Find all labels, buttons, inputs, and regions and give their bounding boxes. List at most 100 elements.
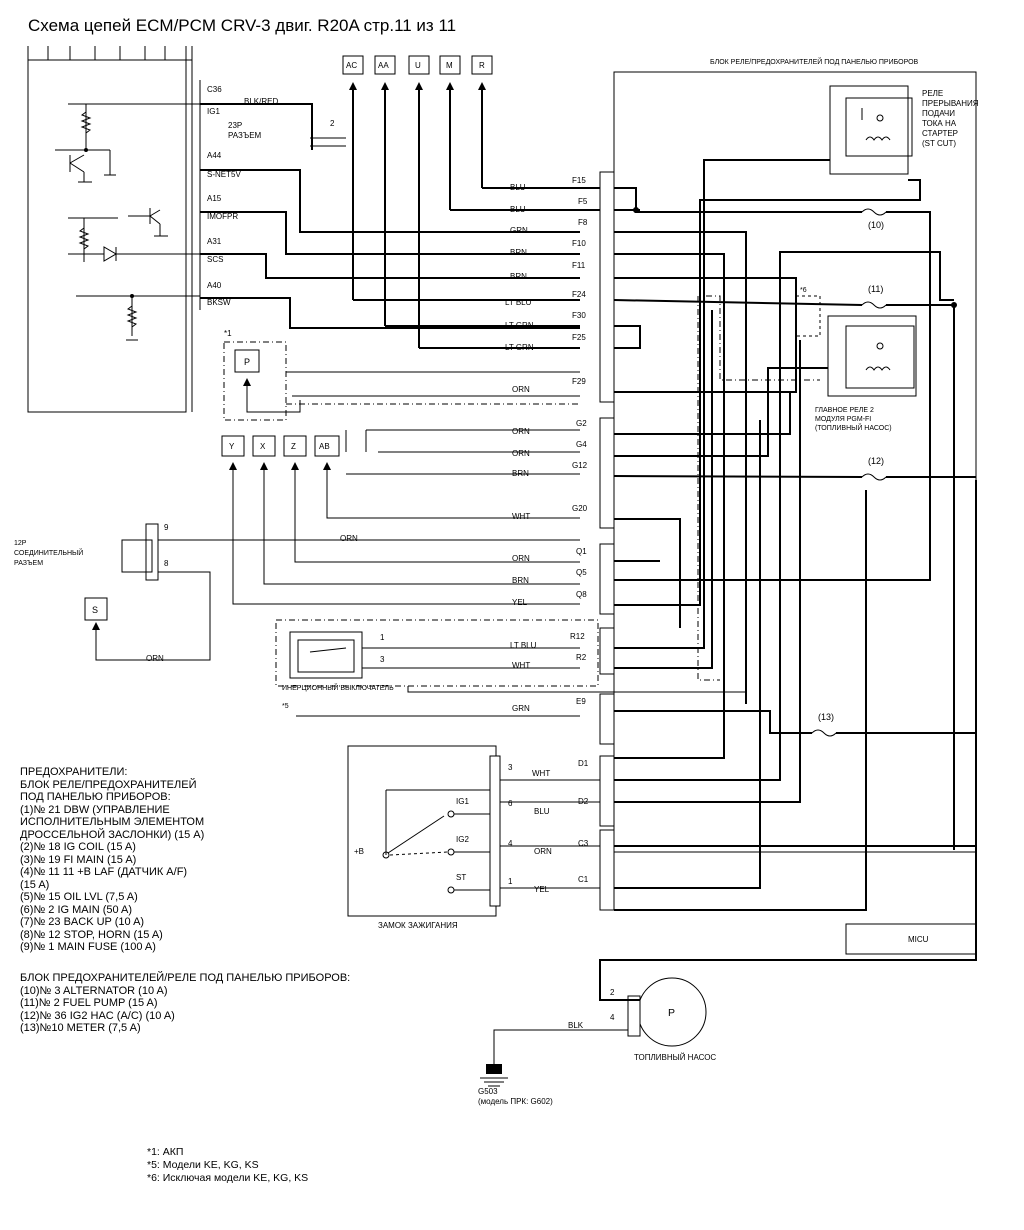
pin-f8: F8: [578, 218, 588, 227]
relay-stcut-l4: ТОКА НА: [922, 119, 957, 128]
pin-f10: F10: [572, 239, 586, 248]
wire-label-10: ORN: [512, 449, 530, 458]
fuse-legend-line: (3)№ 19 FI MAIN (15 A): [20, 853, 137, 866]
conn12p-l1: 12P: [14, 540, 27, 547]
ignition-pos-st: ST: [456, 873, 466, 882]
ign-wire-wht: WHT: [532, 769, 550, 778]
ground-g503: G503 (модель ПРК: G602): [478, 1064, 553, 1106]
footnote: *6: Исключая модели KE, KG, KS: [147, 1172, 309, 1184]
fuse-block2-line: (11)№ 2 FUEL PUMP (15 A): [20, 997, 158, 1009]
relay-stcut-l3: ПОДАЧИ: [922, 109, 955, 118]
ign-pin-1: 1: [508, 877, 513, 886]
fuel-pump-pin2: 2: [610, 988, 615, 997]
ignition-switch: ЗАМОК ЗАЖИГАНИЯ +B IG1 IG2 ST 3 6 4 1 WH…: [347, 745, 600, 930]
fuse-legend-line: (9)№ 1 MAIN FUSE (100 A): [20, 941, 156, 953]
wire-label-0: BLU: [510, 183, 526, 192]
wire-label-9: ORN: [512, 427, 530, 436]
connector-x: X: [260, 442, 266, 451]
pin-g2: G2: [576, 419, 587, 428]
wire-label-7: LT GRN: [505, 343, 534, 352]
connector-12p: 12P СОЕДИНИТЕЛЬНЫЙ РАЗЪЕМ 9 8 ORN S ORN: [14, 523, 580, 663]
wire-label-3: BRN: [510, 248, 527, 257]
fuse-legend-line: (7)№ 23 BACK UP (10 A): [20, 916, 145, 928]
wire-label-15: YEL: [512, 598, 528, 607]
fuel-pump: P 2 4 BLK ТОПЛИВНЫЙ НАСОС: [493, 480, 977, 1066]
ecm-module: [27, 46, 200, 413]
connector-y: Y: [229, 442, 235, 451]
footnotes: *1: АКП *5: Модели KE, KG, KS *6: Исключ…: [147, 1146, 308, 1185]
fuse-legend-line: (1)№ 21 DBW (УПРАВЛЕНИЕ: [20, 803, 170, 816]
fuse-label-12: (12): [868, 456, 884, 466]
main-relay-l1: ГЛАВНОЕ РЕЛЕ 2: [815, 407, 874, 414]
fuse-legend-line: ИСПОЛНИТЕЛЬНЫМ ЭЛЕМЕНТОМ: [20, 816, 205, 828]
pin-r2: R2: [576, 653, 587, 662]
ignition-pos-ig2: IG2: [456, 835, 469, 844]
fuse-label-10: (10): [868, 220, 884, 230]
pin-f5: F5: [578, 197, 588, 206]
fuel-pump-pin4: 4: [610, 1013, 615, 1022]
pin-f11: F11: [572, 261, 586, 270]
connector-r: R: [479, 61, 485, 70]
relay-stcut-l1: РЕЛЕ: [922, 89, 943, 98]
signal-imofpr: IMOFPR: [207, 212, 238, 221]
wire-label-17: WHT: [512, 661, 530, 670]
pin-f25: F25: [572, 333, 586, 342]
fuse-legend-line: (8)№ 12 STOP, HORN (15 A): [20, 928, 163, 941]
fuse-legend-line: ПРЕДОХРАНИТЕЛИ:: [20, 766, 128, 778]
fuel-pump-label: ТОПЛИВНЫЙ НАСОС: [634, 1053, 716, 1062]
wire-label-2: GRN: [510, 226, 528, 235]
conn-s-wire: ORN: [146, 654, 164, 663]
inertia-pin3: 3: [380, 655, 385, 664]
wire-label-6: LT GRN: [505, 321, 534, 330]
wire-label-13: ORN: [512, 554, 530, 563]
wire-label-1: BLU: [510, 205, 526, 214]
page-title: Схема цепей ECM/PCM CRV-3 двиг. R20A стр…: [28, 16, 457, 35]
fuse-legend-line: (4)№ 11 11 +B LAF (ДАТЧИК A/F): [20, 866, 188, 878]
fuse-legend-line: (6)№ 2 IG MAIN (50 A): [20, 903, 133, 916]
connector-p: P: [244, 357, 250, 367]
signal-scs: SCS: [207, 255, 223, 264]
conn12p-wire-orn: ORN: [340, 534, 358, 543]
relay-stcut-l5: СТАРТЕР: [922, 129, 958, 138]
connector-23p-line1: 23P: [228, 121, 242, 130]
fuse-block2-line: (13)№10 METER (7,5 A): [20, 1022, 141, 1034]
fuse-block2-line: (10)№ 3 ALTERNATOR (10 A): [20, 984, 168, 997]
connector-s: S: [92, 605, 98, 615]
main-relay-l2: МОДУЛЯ PGM-FI: [815, 416, 871, 423]
fuses-legend: ПРЕДОХРАНИТЕЛИ: БЛОК РЕЛЕ/ПРЕДОХРАНИТЕЛЕ…: [20, 766, 204, 954]
relay-stcut-l6: (ST CUT): [922, 139, 956, 148]
fuses-legend-block2: БЛОК ПРЕДОХРАНИТЕЛЕЙ/РЕЛЕ ПОД ПАНЕЛЬЮ ПР…: [20, 972, 350, 1035]
ign-pin-3: 3: [508, 763, 513, 772]
ignition-title: ЗАМОК ЗАЖИГАНИЯ: [378, 921, 458, 930]
fuel-pump-wire: BLK: [568, 1021, 584, 1030]
fuse-legend-line: ДРОССЕЛЬНОЙ ЗАСЛОНКИ) (15 A): [20, 828, 205, 841]
ign-pin-c3: C3: [578, 839, 589, 848]
pin-r12: R12: [570, 632, 585, 641]
pin-a15: A15: [207, 194, 222, 203]
wire-label-18: GRN: [512, 704, 530, 713]
pin-g4: G4: [576, 440, 587, 449]
pin-q8: Q8: [576, 590, 587, 599]
fuse-legend-line: ПОД ПАНЕЛЬЮ ПРИБОРОВ:: [20, 791, 171, 803]
conn12p-l2: СОЕДИНИТЕЛЬНЫЙ: [14, 548, 83, 557]
pin-a31: A31: [207, 237, 222, 246]
wire-label-4: BRN: [510, 272, 527, 281]
fuse-legend-line: (5)№ 15 OIL LVL (7,5 A): [20, 891, 138, 903]
signal-bksw: BKSW: [207, 298, 231, 307]
fuse-relay-block: БЛОК РЕЛЕ/ПРЕДОХРАНИТЕЛЕЙ ПОД ПАНЕЛЬЮ ПР…: [613, 57, 979, 955]
connector-u: U: [415, 61, 421, 70]
ground-note: (модель ПРК: G602): [478, 1097, 553, 1106]
ground-name: G503: [478, 1087, 498, 1096]
pin-g12: G12: [572, 461, 588, 470]
connector-ac: AC: [346, 61, 357, 70]
ign-wire-blu: BLU: [534, 807, 550, 816]
ignition-plus-b: +B: [354, 847, 364, 856]
relay-stcut-l2: ПРЕРЫВАНИЯ: [922, 99, 979, 108]
conn12p-pin9: 9: [164, 523, 169, 532]
pin-g20: G20: [572, 504, 588, 513]
pin-q1: Q1: [576, 547, 587, 556]
ign-wire-orn: ORN: [534, 847, 552, 856]
fuse-legend-line: (2)№ 18 IG COIL (15 A): [20, 841, 136, 853]
wire-label-5: LT BLU: [505, 298, 532, 307]
connector-m: M: [446, 61, 453, 70]
